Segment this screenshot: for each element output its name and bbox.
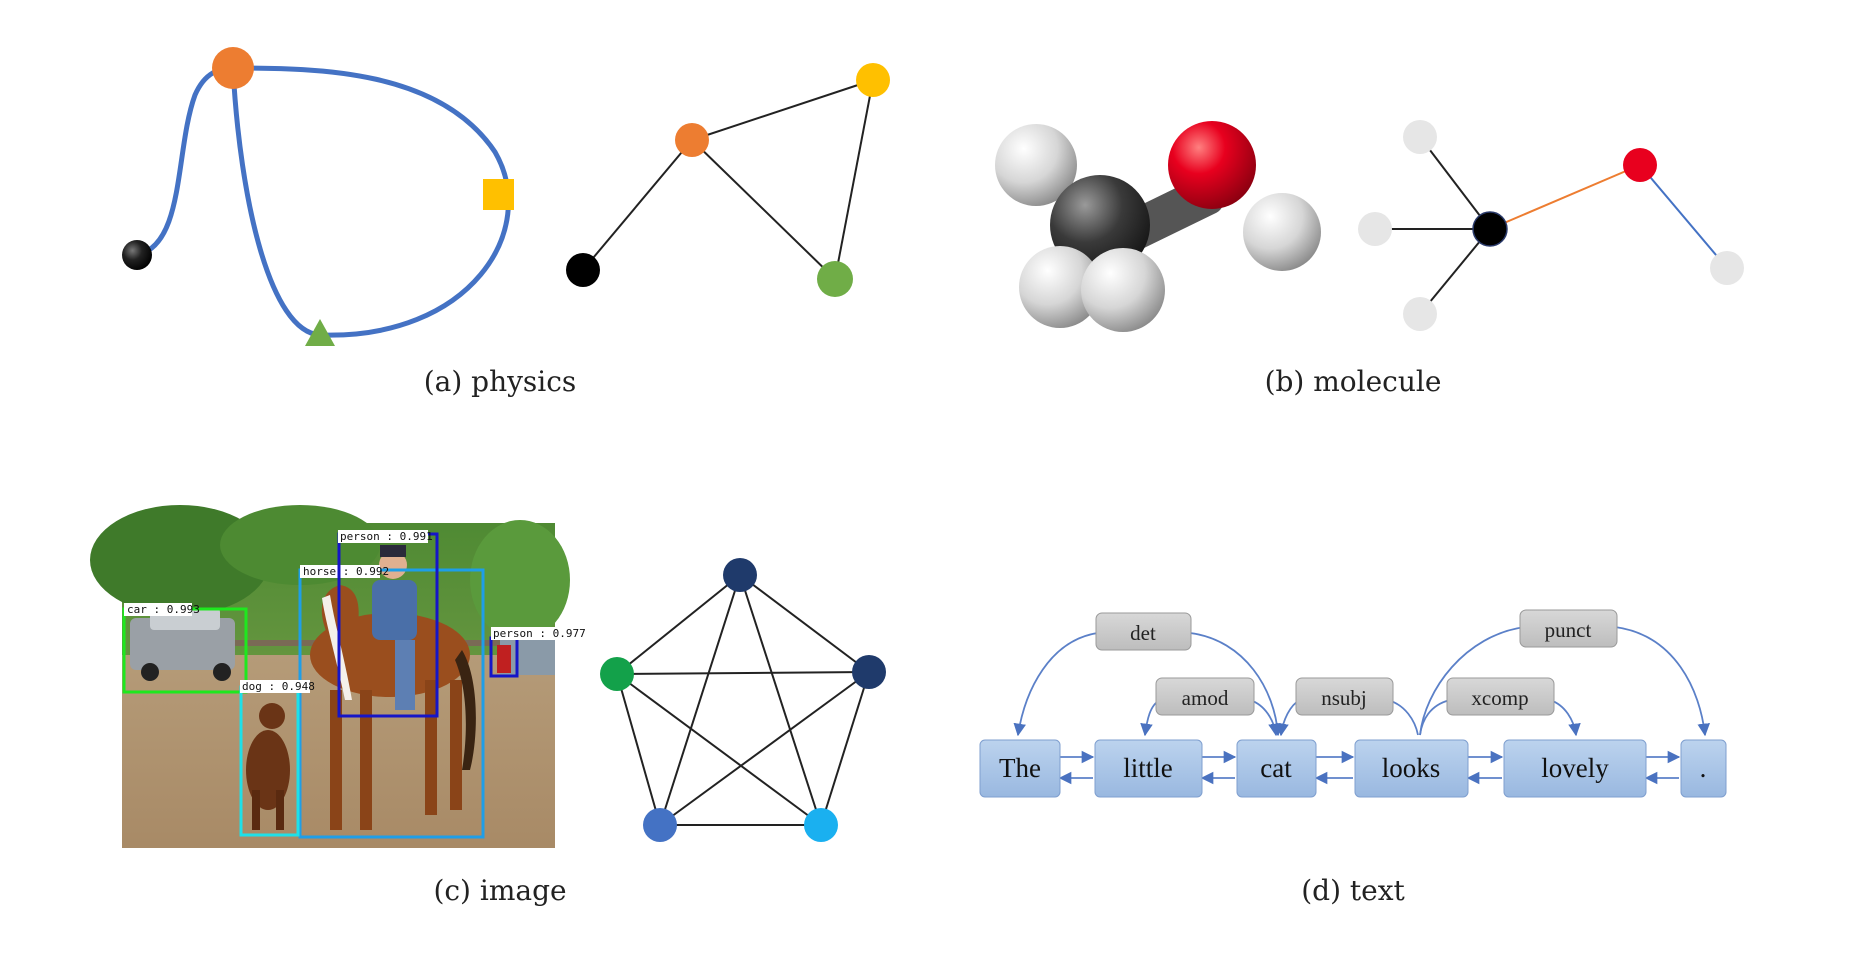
word-the: The	[979, 739, 1061, 798]
physics-graph-node-green	[817, 261, 853, 297]
molecule-node-oxygen	[1623, 148, 1657, 182]
word-label: looks	[1382, 753, 1441, 783]
molecule-panel: (b) molecule	[995, 120, 1744, 398]
physics-graph-node-yellow	[856, 63, 890, 97]
caption-image: (c) image	[433, 874, 566, 907]
detection-label-person-small: person : 0.977	[493, 627, 586, 640]
molecule-node-hydrogen	[1403, 120, 1437, 154]
atom-hydrogen	[1019, 246, 1101, 328]
physics-node-yellow-square	[483, 179, 514, 210]
word-looks: looks	[1354, 739, 1469, 798]
caption-physics: (a) physics	[424, 365, 577, 398]
word-lovely: lovely	[1503, 739, 1647, 798]
relation-punct: punct	[1519, 609, 1618, 648]
image-panel: car : 0.993 horse : 0.992 dog : 0.948 pe…	[90, 505, 886, 907]
physics-graph-node-black	[566, 253, 600, 287]
detection-person-small: person : 0.977	[489, 627, 586, 678]
physics-node-orange	[212, 47, 254, 89]
word-cat: cat	[1236, 739, 1317, 798]
molecule-edge-oh	[1639, 164, 1728, 269]
word-period: .	[1680, 739, 1727, 798]
relation-label-nsubj: nsubj	[1321, 686, 1367, 710]
physics-graph-edge	[691, 79, 874, 141]
caption-molecule: (b) molecule	[1265, 365, 1442, 398]
molecule-node-hydrogen	[1358, 212, 1392, 246]
molecule-edge	[1419, 136, 1491, 230]
relation-xcomp: xcomp	[1446, 677, 1555, 716]
scene-node	[600, 657, 634, 691]
detection-label-dog: dog : 0.948	[242, 680, 315, 693]
arc-xcomp-left	[1419, 699, 1451, 736]
detection-dog: dog : 0.948	[239, 680, 315, 837]
word-label: The	[999, 753, 1041, 783]
atom-hydrogen	[995, 124, 1077, 206]
atom-hydrogen	[1243, 193, 1321, 271]
physics-node-green-triangle	[305, 319, 335, 346]
relation-label-amod: amod	[1182, 686, 1229, 710]
detection-person-main: person : 0.991	[337, 530, 439, 718]
relation-amod: amod	[1155, 677, 1255, 716]
scene-graph	[616, 574, 870, 826]
text-panel: det amod nsubj xcomp punct	[979, 609, 1727, 907]
physics-graph-edge	[582, 139, 693, 271]
arc-det-left	[1013, 632, 1099, 737]
molecule-edge	[1419, 228, 1491, 315]
physics-node-black	[122, 240, 152, 270]
scene-node	[852, 655, 886, 689]
word-little: little	[1094, 739, 1203, 798]
molecule-edge-co	[1489, 164, 1641, 230]
relation-det: det	[1095, 612, 1192, 651]
detection-label-horse: horse : 0.992	[303, 565, 389, 578]
caption-text: (d) text	[1301, 874, 1405, 907]
detection-label-person-main: person : 0.991	[340, 530, 433, 543]
physics-graph-edge	[834, 79, 874, 280]
detection-label-car: car : 0.993	[127, 603, 200, 616]
physics-curve	[134, 65, 511, 338]
scene-node	[804, 808, 838, 842]
scene-node	[723, 558, 757, 592]
word-label: little	[1123, 753, 1173, 783]
relation-label-punct: punct	[1545, 618, 1592, 642]
scene-node	[643, 808, 677, 842]
word-label: lovely	[1541, 753, 1609, 783]
arc-punct-right	[1614, 626, 1711, 737]
physics-graph-edge	[691, 139, 836, 280]
word-label: cat	[1260, 753, 1292, 783]
atom-oxygen	[1168, 121, 1256, 209]
physics-graph-node-orange	[675, 123, 709, 157]
physics-panel: (a) physics	[122, 47, 890, 398]
arc-det-right	[1189, 632, 1284, 737]
word-label: .	[1700, 753, 1707, 783]
detection-car: car : 0.993	[122, 603, 248, 694]
molecule-node-hydrogen	[1403, 297, 1437, 331]
relation-nsubj: nsubj	[1295, 677, 1394, 716]
arc-punct-left	[1419, 626, 1526, 736]
molecule-node-hydrogen	[1710, 251, 1744, 285]
molecule-node-carbon	[1472, 211, 1508, 247]
relation-label-xcomp: xcomp	[1471, 686, 1528, 710]
relation-label-det: det	[1130, 621, 1156, 645]
atom-hydrogen	[1081, 248, 1165, 332]
